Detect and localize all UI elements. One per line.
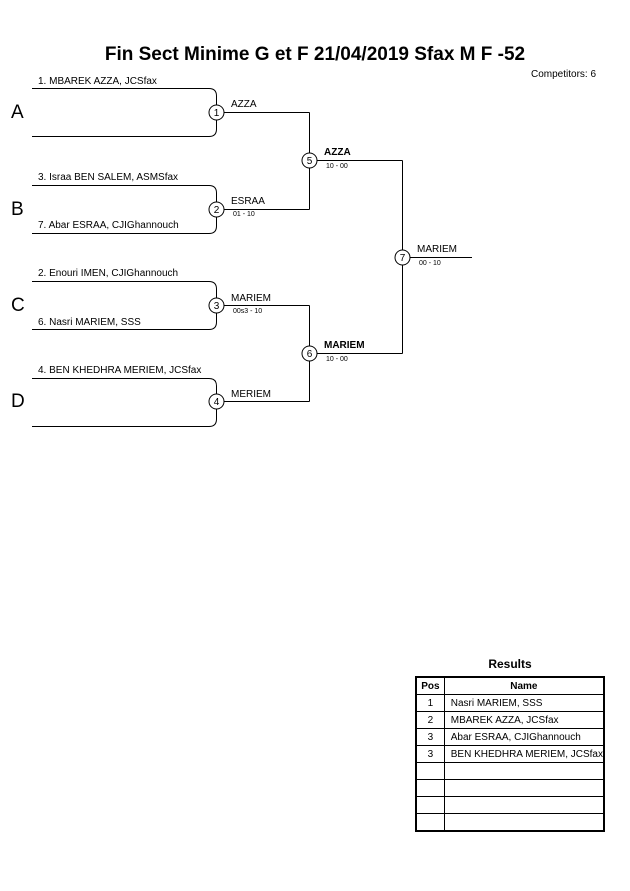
pool-label: D bbox=[11, 391, 25, 412]
match-number: 6 bbox=[307, 349, 313, 360]
match-winner: MERIEM bbox=[231, 389, 271, 400]
competitor-name: 6. Nasri MARIEM, SSS bbox=[38, 317, 141, 328]
table-row: 3 BEN KHEDHRA MERIEM, JCSfax bbox=[415, 745, 605, 763]
match-number: 7 bbox=[400, 253, 406, 264]
competitor-name: 1. MBAREK AZZA, JCSfax bbox=[38, 76, 157, 87]
result-pos: 1 bbox=[415, 694, 445, 712]
result-name: MBAREK AZZA, JCSfax bbox=[443, 711, 605, 729]
match-number: 5 bbox=[307, 156, 313, 167]
table-row: 1 Nasri MARIEM, SSS bbox=[415, 694, 605, 712]
table-row bbox=[415, 813, 605, 832]
match-score: 10 - 00 bbox=[326, 163, 348, 170]
competitors-count: Competitors: 6 bbox=[531, 69, 597, 80]
results-header-row: Pos Name bbox=[415, 676, 605, 695]
pool-label: B bbox=[11, 199, 24, 220]
result-name: Nasri MARIEM, SSS bbox=[443, 694, 605, 712]
final-winner: MARIEM bbox=[417, 244, 457, 255]
result-pos: 3 bbox=[415, 728, 445, 746]
table-row bbox=[415, 779, 605, 797]
result-name: BEN KHEDHRA MERIEM, JCSfax bbox=[443, 745, 605, 763]
pool-label: C bbox=[11, 295, 25, 316]
page-title: Fin Sect Minime G et F 21/04/2019 Sfax M… bbox=[104, 44, 526, 65]
result-pos: 2 bbox=[415, 711, 445, 729]
match-winner: MARIEM bbox=[231, 293, 271, 304]
result-pos bbox=[415, 813, 445, 832]
match-number: 1 bbox=[214, 108, 220, 119]
result-pos bbox=[415, 779, 445, 797]
table-row: 3 Abar ESRAA, CJIGhannouch bbox=[415, 728, 605, 746]
match-winner: AZZA bbox=[324, 147, 351, 158]
match-number: 3 bbox=[214, 301, 220, 312]
table-row: 2 MBAREK AZZA, JCSfax bbox=[415, 711, 605, 729]
match-winner: AZZA bbox=[231, 99, 257, 110]
result-name bbox=[443, 762, 605, 780]
result-name bbox=[443, 813, 605, 832]
result-pos bbox=[415, 762, 445, 780]
final-score: 00 - 10 bbox=[419, 260, 441, 267]
competitor-name: 3. Israa BEN SALEM, ASMSfax bbox=[38, 172, 179, 183]
competitor-name: 7. Abar ESRAA, CJIGhannouch bbox=[38, 220, 179, 231]
results-table: Pos Name 1 Nasri MARIEM, SSS 2 MBAREK AZ… bbox=[415, 676, 605, 832]
match-score: 10 - 00 bbox=[326, 356, 348, 363]
match-score: 00s3 - 10 bbox=[233, 308, 263, 315]
result-name: Abar ESRAA, CJIGhannouch bbox=[443, 728, 605, 746]
match-score: 01 - 10 bbox=[233, 211, 255, 218]
result-pos bbox=[415, 796, 445, 814]
result-name bbox=[443, 779, 605, 797]
pos-header: Pos bbox=[415, 676, 445, 695]
result-pos: 3 bbox=[415, 745, 445, 763]
name-header: Name bbox=[443, 676, 605, 695]
pool-label: A bbox=[11, 102, 24, 123]
match-winner: MARIEM bbox=[324, 340, 365, 351]
table-row bbox=[415, 796, 605, 814]
match-number: 4 bbox=[214, 397, 220, 408]
match-number: 2 bbox=[214, 205, 220, 216]
match-winner: ESRAA bbox=[231, 196, 265, 207]
competitor-name: 2. Enouri IMEN, CJIGhannouch bbox=[38, 268, 179, 279]
results-title: Results bbox=[488, 657, 532, 671]
table-row bbox=[415, 762, 605, 780]
result-name bbox=[443, 796, 605, 814]
competitor-name: 4. BEN KHEDHRA MERIEM, JCSfax bbox=[38, 365, 202, 376]
